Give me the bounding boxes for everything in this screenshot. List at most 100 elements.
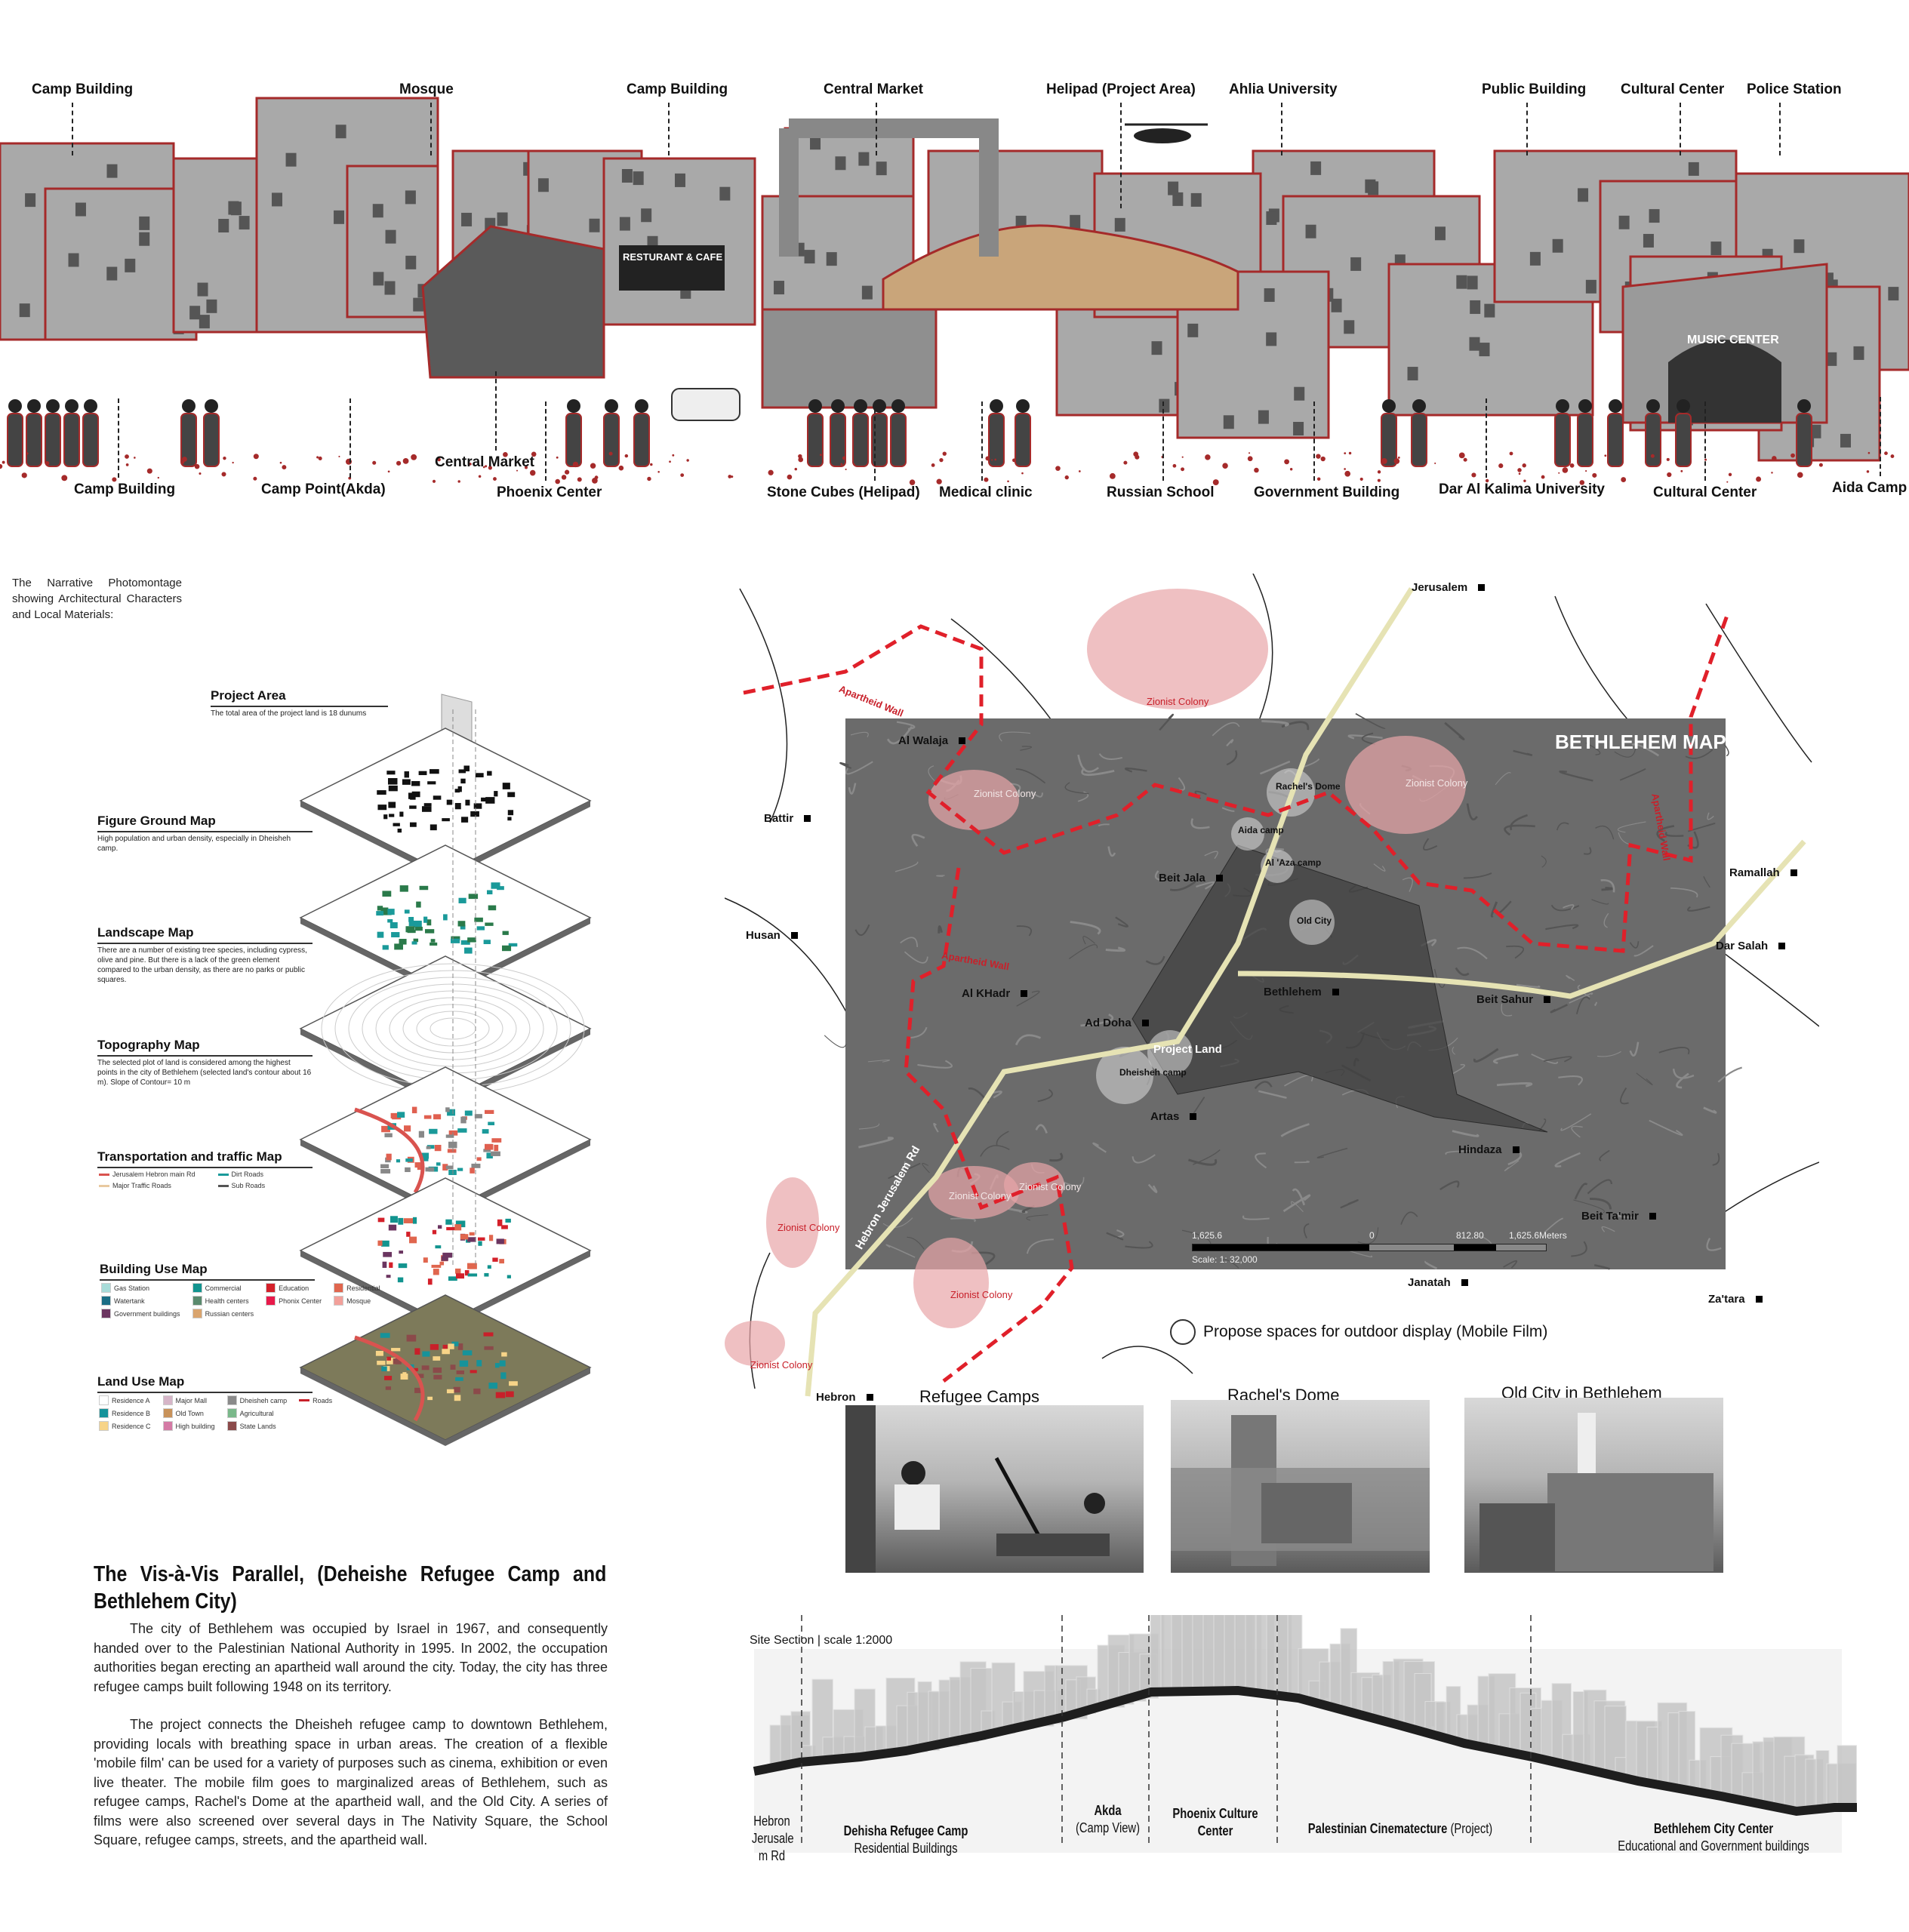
- map-place-label: Husan: [746, 929, 798, 942]
- legend-label: Dheisheh camp: [239, 1396, 288, 1404]
- section-title: Site Section | scale 1:2000: [750, 1634, 893, 1647]
- article-paragraph-1: The city of Bethlehem was occupied by Is…: [94, 1621, 608, 1694]
- map-place-label: Beit Ta'mir: [1581, 1210, 1656, 1223]
- place-name: Hebron: [816, 1391, 856, 1404]
- map-place-label: Za'tara: [1708, 1293, 1763, 1306]
- place-name: Dheisheh camp: [1119, 1067, 1187, 1078]
- place-name: Al Walaja: [898, 734, 949, 747]
- map-place-label: Al Walaja: [898, 734, 966, 747]
- place-name: Battir: [764, 812, 794, 825]
- music-center-sign: MUSIC CENTER: [1687, 334, 1779, 346]
- person-figure: [1645, 399, 1661, 467]
- montage-label-bottom: Central Market: [435, 454, 534, 470]
- place-name: Zionist Colony: [974, 788, 1036, 799]
- location-marker-icon: [1461, 1279, 1468, 1286]
- legend-item: Roads: [299, 1395, 332, 1405]
- place-name: Project Land: [1153, 1043, 1222, 1056]
- legend-item: Residential: [334, 1283, 380, 1293]
- map-layer-plate: [299, 1294, 592, 1446]
- section-label-text: Educational and Government buildings: [1618, 1838, 1809, 1854]
- legend-label: Gas Station: [114, 1284, 150, 1292]
- place-name: Janatah: [1408, 1276, 1451, 1289]
- section-building: [1837, 1745, 1857, 1808]
- map-layer-plate: [299, 1066, 592, 1218]
- place-name: Ramallah: [1729, 866, 1780, 879]
- highlight-circle: [1231, 817, 1264, 851]
- scale-tick-label: 812.80: [1456, 1230, 1484, 1241]
- leader-line: [1880, 397, 1881, 476]
- place-name: Zionist Colony: [949, 1190, 1011, 1201]
- place-name: Ad Doha: [1085, 1017, 1132, 1029]
- legend-label: Major Mall: [175, 1396, 208, 1404]
- person-figure: [633, 399, 650, 467]
- person-figure: [1577, 399, 1593, 467]
- colony-area: [1345, 736, 1466, 834]
- article-title-line-2: Bethlehem City): [94, 1589, 237, 1614]
- map-place-label: Hebron: [816, 1391, 873, 1404]
- map-place-label: Ramallah: [1729, 866, 1797, 879]
- map-legend-text: Propose spaces for outdoor display (Mobi…: [1203, 1323, 1548, 1340]
- map-title: BETHLEHEM MAP: [1555, 731, 1726, 753]
- legend-swatch: [266, 1296, 276, 1306]
- place-name: Husan: [746, 929, 781, 942]
- montage-label-top: Ahlia University: [1229, 82, 1338, 97]
- legend-swatch: [101, 1296, 111, 1306]
- place-name: Beit Jala: [1159, 872, 1205, 884]
- leader-line: [1313, 401, 1315, 481]
- montage-label-bottom: Camp Building: [74, 481, 176, 497]
- legend-swatch: [101, 1283, 111, 1293]
- person-figure: [7, 399, 23, 467]
- legend-swatch: [162, 1395, 173, 1405]
- legend-swatch: [334, 1296, 344, 1306]
- legend-label: Dirt Roads: [231, 1171, 264, 1178]
- leader-line: [1486, 398, 1487, 478]
- leader-line: [1120, 103, 1122, 208]
- section-label-text: (Project): [1450, 1821, 1493, 1836]
- legend-label: Education: [279, 1284, 309, 1292]
- restaurant-sign: RESTURANT & CAFE: [623, 251, 722, 263]
- legend-item: Gas Station: [101, 1283, 180, 1293]
- apartheid-wall-line: [904, 867, 1074, 1383]
- place-name: Zionist Colony: [777, 1222, 840, 1233]
- legend-label: Health centers: [205, 1297, 249, 1305]
- montage-label-top: Mosque: [399, 82, 454, 97]
- montage-label-top: Public Building: [1482, 82, 1587, 97]
- person-figure: [1607, 399, 1624, 467]
- place-name: Zionist Colony: [1019, 1181, 1082, 1192]
- leader-line: [118, 398, 119, 478]
- helicopter: [1134, 128, 1191, 143]
- legend-label: Residential: [346, 1284, 380, 1292]
- section-building: [1667, 1712, 1680, 1787]
- map-place-label: Project Land: [1153, 1043, 1222, 1056]
- map-place-label: Old City: [1297, 915, 1332, 926]
- person-figure: [1554, 399, 1571, 467]
- location-marker-icon: [1021, 990, 1028, 997]
- place-name: Za'tara: [1708, 1293, 1745, 1306]
- place-name: Al KHadr: [962, 987, 1011, 1000]
- location-marker-icon: [1790, 869, 1797, 876]
- legend-item: Government buildings: [101, 1309, 180, 1318]
- legend-item: Mosque: [334, 1296, 380, 1306]
- leader-line: [545, 401, 547, 481]
- legend-item: High building: [162, 1421, 215, 1431]
- section-label: Akda(Camp View): [1072, 1802, 1143, 1837]
- map-place-label: Zionist Colony: [950, 1289, 1012, 1300]
- legend-label: Major Traffic Roads: [112, 1182, 171, 1189]
- layer-title: Landscape Map: [97, 925, 313, 944]
- narrative-caption: The Narrative Photomontage showing Archi…: [12, 577, 182, 621]
- montage-label-bottom: Russian School: [1107, 485, 1215, 500]
- colony-area: [913, 1238, 989, 1328]
- colony-area: [766, 1177, 819, 1268]
- place-name: Hindaza: [1458, 1143, 1502, 1156]
- legend-swatch: [162, 1421, 173, 1431]
- map-place-label: Dar Salah: [1716, 940, 1786, 952]
- map-place-label: Zionist Colony: [974, 788, 1036, 799]
- map-place-label: Zionist Colony: [777, 1222, 839, 1233]
- place-name: Old City: [1297, 915, 1332, 926]
- location-marker-icon: [1649, 1213, 1656, 1220]
- legend-item: Sub Roads: [217, 1182, 265, 1189]
- car: [671, 388, 741, 421]
- person-figure: [203, 399, 220, 467]
